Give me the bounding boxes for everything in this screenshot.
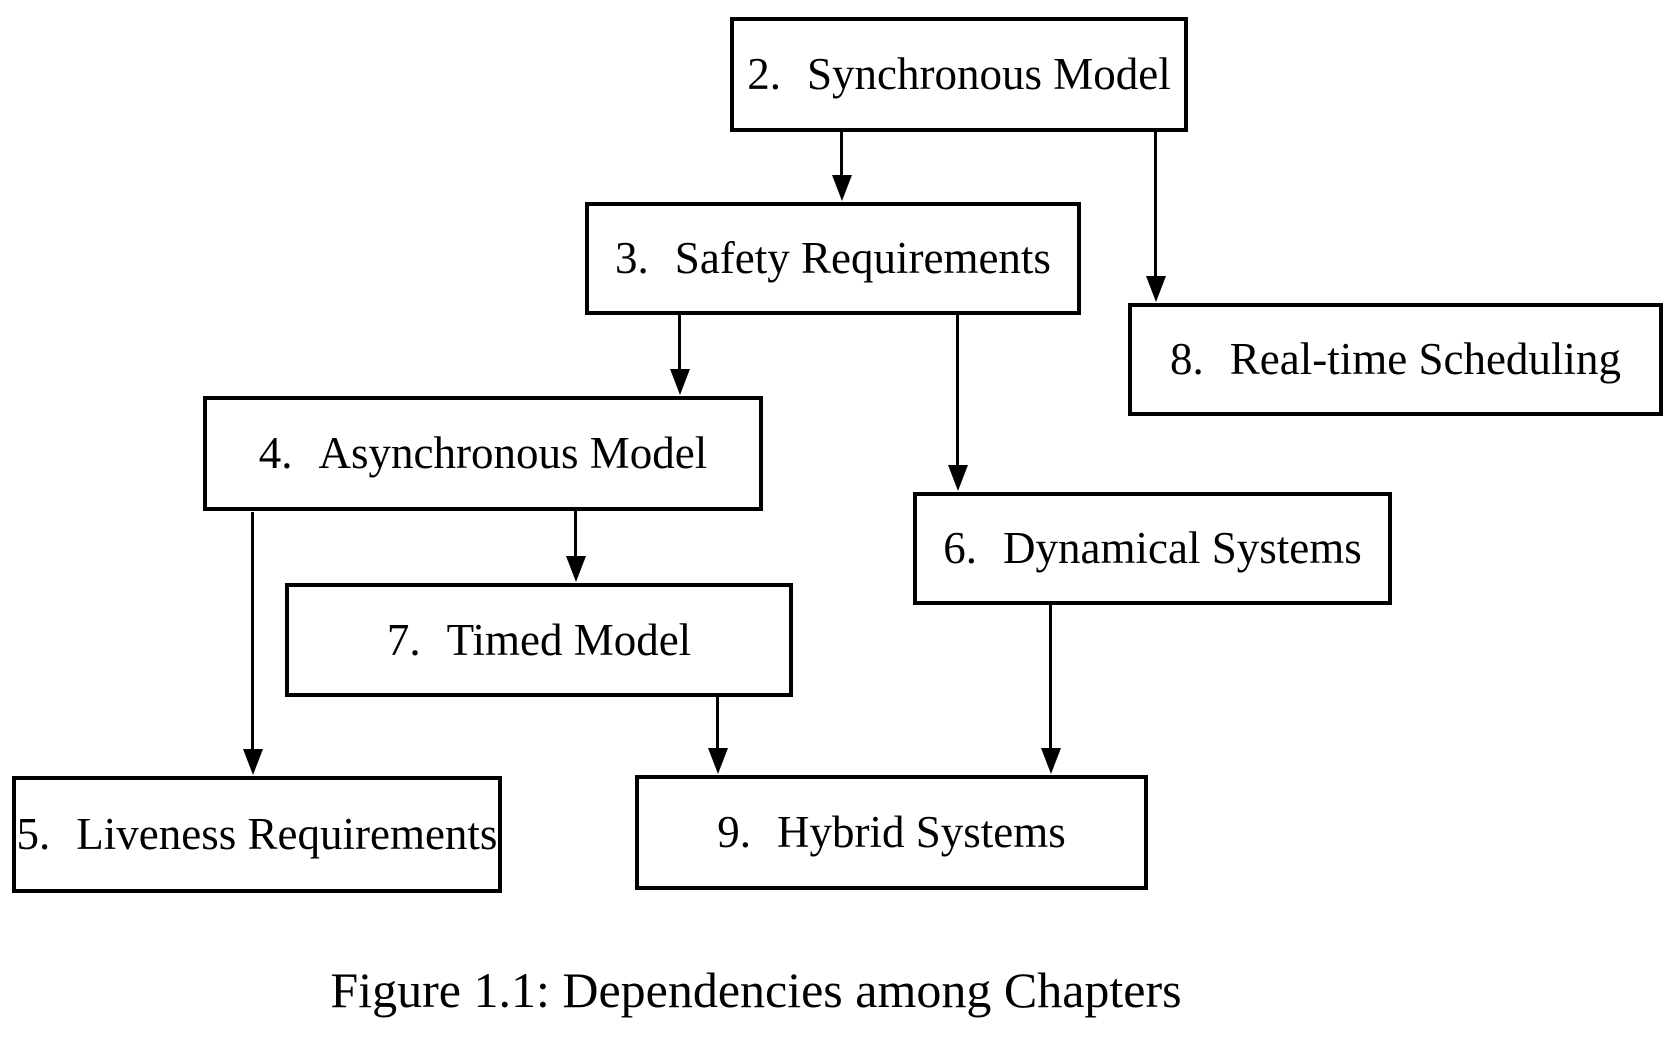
node-safety-requirements: 3. Safety Requirements	[585, 202, 1081, 315]
chapter-title: Liveness Requirements	[76, 809, 498, 859]
node-real-time-scheduling: 8. Real-time Scheduling	[1128, 303, 1663, 416]
chapter-number: 6.	[943, 523, 978, 573]
chapter-number: 9.	[717, 807, 751, 857]
arrow-timed-to-hybrid	[716, 697, 719, 748]
arrow-dynamical-to-hybrid	[1049, 605, 1052, 748]
arrow-safety-to-dynamical	[956, 315, 959, 465]
node-asynchronous-model: 4. Asynchronous Model	[203, 396, 763, 511]
chapter-title: Asynchronous Model	[318, 428, 708, 478]
chapter-title: Synchronous Model	[807, 49, 1171, 99]
chapter-number: 3.	[615, 233, 649, 283]
node-synchronous-model: 2. Synchronous Model	[730, 17, 1188, 132]
node-dynamical-systems: 6. Dynamical Systems	[913, 492, 1392, 605]
chapter-number: 2.	[747, 49, 781, 99]
chapter-title: Real-time Scheduling	[1229, 334, 1621, 384]
chapter-number: 7.	[386, 614, 421, 665]
arrow-safety-to-asynchronous	[678, 315, 681, 369]
chapter-title: Safety Requirements	[674, 233, 1051, 283]
node-liveness-requirements: 5. Liveness Requirements	[12, 776, 502, 893]
chapter-title: Hybrid Systems	[776, 807, 1066, 857]
chapter-title: Timed Model	[446, 614, 692, 665]
arrow-synchronous-to-safety	[840, 132, 843, 175]
arrow-asynchronous-to-timed	[574, 511, 577, 556]
arrow-asynchronous-to-liveness	[251, 512, 254, 749]
arrow-synchronous-to-realtime-scheduling	[1154, 132, 1157, 276]
node-hybrid-systems: 9. Hybrid Systems	[635, 775, 1148, 890]
chapter-number: 5.	[16, 809, 51, 859]
node-timed-model: 7. Timed Model	[285, 583, 793, 697]
chapter-title: Dynamical Systems	[1003, 523, 1362, 573]
figure-caption: Figure 1.1: Dependencies among Chapters	[330, 962, 1182, 1018]
chapter-number: 4.	[258, 428, 293, 478]
chapter-number: 8.	[1170, 334, 1204, 384]
